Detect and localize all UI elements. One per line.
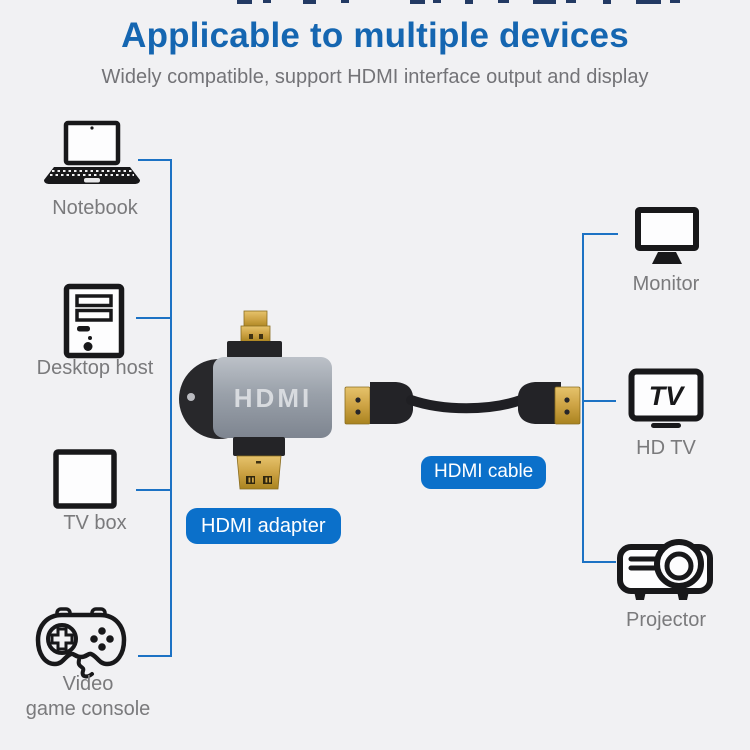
device-label-game-console: Video game console [25,673,151,720]
device-label-hdtv: HD TV [636,437,696,459]
device-label-notebook: Notebook [52,197,138,219]
hdmi-adapter-and-cable-photo: HDMI [179,310,581,490]
tv-box-icon [52,448,118,510]
hdtv-icon: TV [628,368,704,430]
monitor-icon [634,206,700,268]
device-label-tv-box: TV box [63,512,127,534]
micro-hdmi-plug [227,310,282,358]
cable-label-chip: HDMI cable [421,456,547,489]
hdmi-cable-photo [344,382,581,425]
device-label-projector: Projector [625,609,707,631]
mini-hdmi-plug [233,437,285,490]
adapter-print-text: HDMI [234,383,312,413]
adapter-label-chip: HDMI adapter [186,508,341,544]
page-subtitle: Widely compatible, support HDMI interfac… [101,66,649,88]
adapter-body: HDMI [213,357,332,438]
hdtv-screen-text: TV [649,381,685,411]
gamepad-icon [30,603,132,683]
page-title: Applicable to multiple devices [121,16,629,55]
desktop-tower-icon [63,283,125,359]
device-label-monitor: Monitor [632,273,700,295]
projector-icon [617,524,713,604]
device-label-desktop-host: Desktop host [36,357,154,379]
notebook-icon [40,120,144,198]
